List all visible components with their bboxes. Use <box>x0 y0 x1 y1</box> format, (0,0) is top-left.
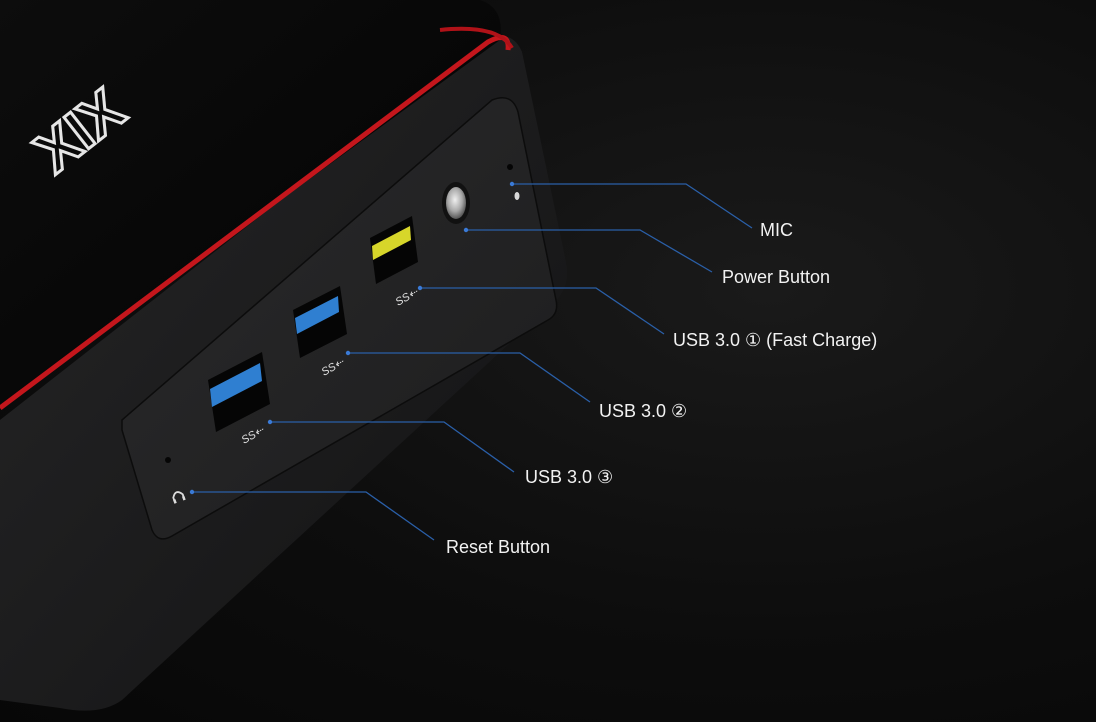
leader-line-usb1 <box>420 287 665 335</box>
usb-port-1 <box>370 216 418 284</box>
power-button <box>442 182 470 224</box>
device-top-face <box>0 0 501 405</box>
callout-reset-button: Reset Button <box>446 537 551 557</box>
leader-line-power <box>466 229 713 273</box>
callout-power-button: Power Button <box>722 267 831 287</box>
leader-line-usb3 <box>270 421 515 473</box>
callout-mic: MIC <box>760 220 793 240</box>
usb-port-3 <box>208 352 270 432</box>
headphone-icon <box>172 491 186 504</box>
leader-dots <box>189 181 515 495</box>
status-led <box>514 192 520 200</box>
device-top-edge <box>439 26 514 50</box>
leader-lines <box>192 183 753 541</box>
leader-line-mic <box>512 183 753 229</box>
callout-usb-2: USB 3.0 ② <box>599 401 688 421</box>
leader-line-reset <box>192 491 435 541</box>
callout-usb-1: USB 3.0 ① (Fast Charge) <box>673 330 878 350</box>
reset-pinhole <box>165 457 171 463</box>
leader-line-usb2 <box>348 352 591 403</box>
usb-port-2 <box>293 286 347 358</box>
callout-usb-3: USB 3.0 ③ <box>525 467 614 487</box>
mic-hole <box>507 164 513 170</box>
